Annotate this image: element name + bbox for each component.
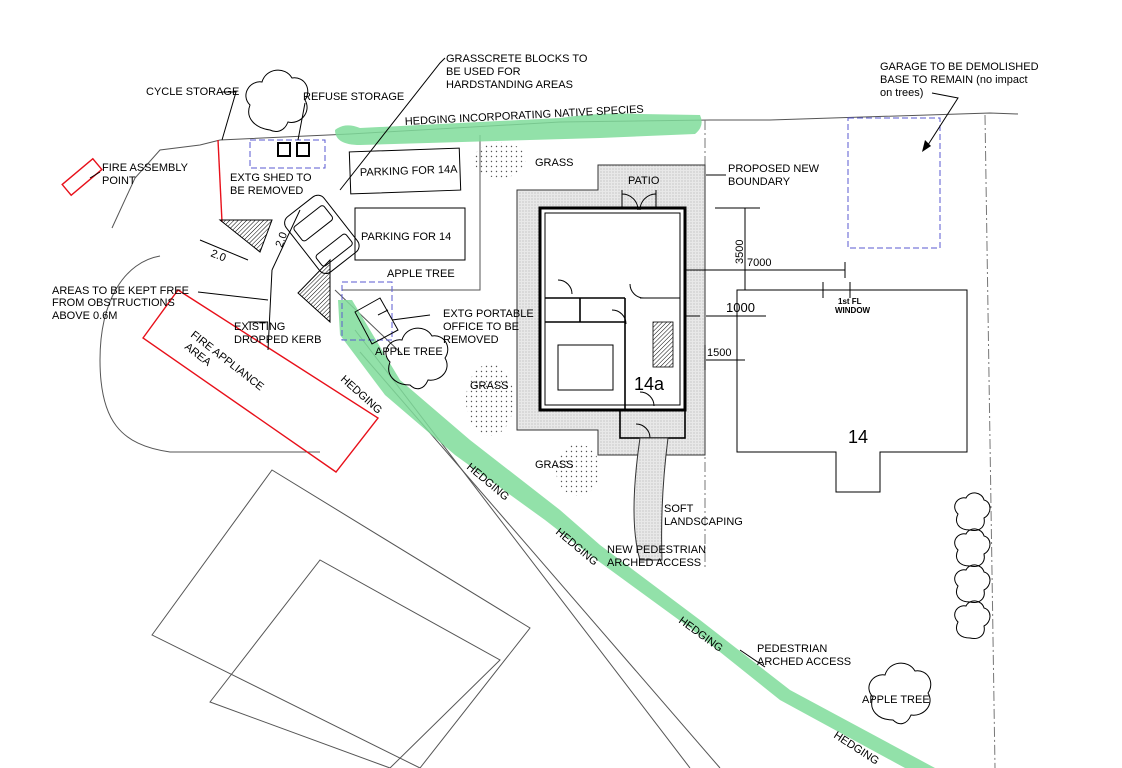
grass-patches	[466, 142, 600, 496]
label-grasscrete-1: GRASSCRETE BLOCKS TO	[446, 53, 588, 65]
shed-outline	[249, 139, 326, 169]
label-fire-assembly-2: POINT	[102, 175, 136, 187]
label-dim-7000: 7000	[747, 257, 771, 269]
label-areas-free-1: AREAS TO BE KEPT FREE	[52, 285, 189, 297]
label-boundary-2: BOUNDARY	[728, 176, 791, 188]
label-dim-3500: 3500	[734, 240, 746, 264]
label-house-14a: 14a	[634, 374, 665, 394]
label-grass-low: GRASS	[535, 459, 574, 471]
footpath	[633, 437, 669, 561]
garage-arrow	[922, 140, 931, 152]
garage-leader	[925, 92, 959, 149]
leader-lines	[89, 57, 766, 668]
turning-head-curve	[99, 255, 320, 453]
hedging	[335, 113, 935, 768]
label-ped1-1: NEW PEDESTRIAN	[607, 544, 706, 556]
label-parking-14a: PARKING FOR 14A	[360, 164, 459, 179]
label-office-1: EXTG PORTABLE	[443, 308, 534, 320]
label-grass-mid: GRASS	[470, 380, 509, 392]
label-areas-free-2: FROM OBSTRUCTIONS	[52, 297, 175, 309]
label-cycle-storage: CYCLE STORAGE	[146, 86, 239, 98]
label-grasscrete-3: HARDSTANDING AREAS	[446, 79, 573, 91]
label-shed-1: EXTG SHED TO	[230, 172, 312, 184]
label-office-3: REMOVED	[443, 334, 499, 346]
label-boundary-1: PROPOSED NEW	[728, 163, 820, 175]
refuse-leader	[297, 102, 306, 141]
label-dim-2-0-b: 2.0	[274, 231, 291, 249]
cycle-leader	[221, 91, 237, 141]
label-apple-tree-2: APPLE TREE	[375, 346, 443, 358]
label-dim-1000: 1000	[726, 300, 755, 315]
tree-icon-office	[385, 327, 449, 390]
label-house-14: 14	[848, 427, 868, 447]
label-garage-2: BASE TO REMAIN (no impact	[880, 74, 1028, 86]
refuse-bin-1	[277, 142, 291, 157]
portable-office	[341, 281, 399, 345]
label-patio: PATIO	[628, 175, 660, 187]
label-apple-tree-1: APPLE TREE	[387, 268, 455, 280]
label-soft-1: SOFT	[664, 503, 694, 515]
label-grass-top: GRASS	[535, 157, 574, 169]
label-shed-2: BE REMOVED	[230, 185, 303, 197]
fire-assembly-point	[61, 157, 103, 197]
label-kerb-1: EXISTING	[234, 321, 285, 333]
label-fire-assembly-1: FIRE ASSEMBLY	[102, 162, 189, 174]
label-office-2: OFFICE TO BE	[443, 321, 519, 333]
label-ped1-2: ARCHED ACCESS	[607, 557, 701, 569]
tree-icon-cycle	[245, 69, 309, 132]
label-ped2-1: PEDESTRIAN	[757, 643, 827, 655]
fire-appliance-area	[142, 289, 380, 473]
lower-building-outline	[151, 469, 531, 768]
garage-demolish-outline	[847, 117, 941, 249]
cycle-storage-red	[217, 139, 223, 223]
label-window-1: 1st FL	[838, 297, 862, 306]
visibility-splays	[199, 209, 331, 351]
tree-icon-corner	[868, 662, 932, 725]
label-garage-1: GARAGE TO BE DEMOLISHED	[880, 61, 1039, 73]
label-parking-14: PARKING FOR 14	[361, 231, 451, 243]
house-14a-footprint	[516, 164, 706, 456]
house-14-footprint	[736, 289, 968, 493]
parking-bays	[284, 147, 466, 274]
label-grasscrete-2: BE USED FOR	[446, 66, 521, 78]
label-window-2: WINDOW	[835, 306, 871, 315]
label-dim-1500: 1500	[707, 347, 731, 359]
label-kerb-2: DROPPED KERB	[234, 334, 321, 346]
refuse-bin-2	[296, 142, 310, 157]
dimension-lines	[685, 174, 851, 370]
label-ped2-2: ARCHED ACCESS	[757, 656, 851, 668]
label-areas-free-3: ABOVE 0.6M	[52, 310, 117, 322]
label-apple-tree-3: APPLE TREE	[862, 694, 930, 706]
label-soft-2: LANDSCAPING	[664, 516, 743, 528]
label-dim-2-0-a: 2.0	[209, 248, 228, 265]
label-refuse-storage: REFUSE STORAGE	[303, 91, 404, 103]
label-garage-3: on trees)	[880, 87, 923, 99]
tree-icon-row	[954, 492, 991, 639]
